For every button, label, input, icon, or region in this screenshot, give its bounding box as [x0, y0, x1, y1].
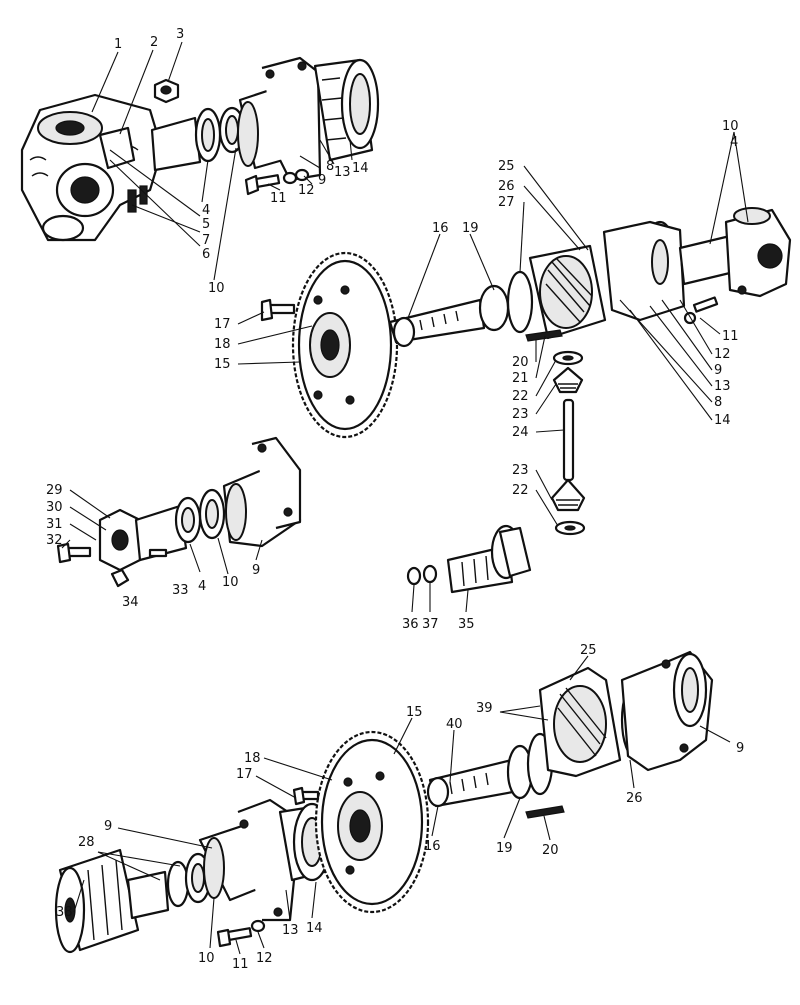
callout-8-mid: 8	[714, 395, 722, 410]
callout-3: 3	[176, 27, 184, 42]
callout-31: 31	[46, 517, 63, 532]
callout-36: 36	[402, 617, 419, 632]
callout-8-top: 8	[326, 159, 334, 174]
callout-9-mid: 9	[714, 363, 722, 378]
top-shaft	[150, 116, 202, 172]
callout-1: 1	[114, 37, 122, 52]
middle-right-housing	[602, 220, 686, 322]
callout-20-bottom: 20	[542, 843, 559, 858]
callout-17-mid: 17	[214, 317, 231, 332]
differential-housing-block	[20, 93, 164, 242]
callout-10-bottom: 10	[198, 951, 215, 966]
left-bolts	[56, 542, 168, 588]
top-nut	[153, 78, 180, 104]
callout-10-mid: 10	[722, 119, 739, 134]
bottom-right-housing	[620, 650, 714, 772]
pinion-shaft	[406, 524, 532, 594]
callout-16-mid: 16	[432, 221, 449, 236]
callout-23-upper: 23	[512, 407, 529, 422]
callout-26-bottom: 26	[626, 791, 643, 806]
callout-9-left: 9	[252, 563, 260, 578]
bottom-assembly	[54, 650, 714, 954]
left-bearing-housing	[222, 436, 302, 548]
callout-14-top: 14	[352, 161, 369, 176]
callout-12-top: 12	[298, 183, 315, 198]
bolt-17	[260, 298, 296, 322]
left-flange-shaft	[98, 488, 226, 572]
callout-19-bottom: 19	[496, 841, 513, 856]
callout-2: 2	[150, 35, 158, 50]
callout-12-bottom: 12	[256, 951, 273, 966]
callout-24: 24	[512, 425, 529, 440]
differential-cage	[525, 244, 607, 342]
leader-lines	[61, 41, 749, 955]
callout-10-top: 10	[208, 281, 225, 296]
callout-15-mid: 15	[214, 357, 231, 372]
crown-wheel-bottom	[314, 730, 430, 914]
callout-28: 28	[78, 835, 95, 850]
callout-13-mid: 13	[714, 379, 731, 394]
callout-39: 39	[476, 701, 493, 716]
callout-38: 38	[56, 905, 73, 920]
callout-9-top: 9	[318, 173, 326, 188]
callout-6: 6	[202, 247, 210, 262]
callout-18-mid: 18	[214, 337, 231, 352]
callout-37: 37	[422, 617, 439, 632]
callout-9-bottom-right: 9	[736, 741, 744, 756]
callout-4-top: 4	[202, 203, 210, 218]
callout-4-left: 4	[198, 579, 206, 594]
callout-5: 5	[202, 217, 210, 232]
callout-7: 7	[202, 233, 210, 248]
callout-21: 21	[512, 371, 529, 386]
callout-16-bottom: 16	[424, 839, 441, 854]
top-drum	[313, 58, 380, 162]
callout-20-mid: 20	[512, 355, 529, 370]
callout-9-bottom-left: 9	[104, 819, 112, 834]
middle-assembly	[260, 207, 792, 536]
callout-14-mid: 14	[714, 413, 731, 428]
callout-40: 40	[446, 717, 463, 732]
callout-15-bottom: 15	[406, 705, 423, 720]
bottom-drum-38	[54, 848, 140, 954]
callout-25-bottom: 25	[580, 643, 597, 658]
callout-29: 29	[46, 483, 63, 498]
callout-22-upper: 22	[512, 389, 529, 404]
bottom-spline-shaft	[426, 732, 565, 819]
callout-23-lower: 23	[512, 463, 529, 478]
callout-4-mid: 4	[730, 135, 738, 150]
callout-19-mid: 19	[462, 221, 479, 236]
callout-labels: 1 2 3 4 5 7 6 10 11 12 9 8 13 14 10 4 25…	[46, 27, 744, 972]
callout-12-mid: 12	[714, 347, 731, 362]
callout-14-bottom: 14	[306, 921, 323, 936]
callout-30: 30	[46, 500, 63, 515]
callout-11-bottom: 11	[232, 957, 249, 972]
callout-26-mid: 26	[498, 179, 515, 194]
callout-35: 35	[458, 617, 475, 632]
bottom-differential-cage	[538, 666, 622, 778]
callout-13-top: 13	[334, 165, 351, 180]
callout-18-bottom: 18	[244, 751, 261, 766]
callout-33: 33	[172, 583, 189, 598]
left-assembly	[56, 436, 302, 588]
top-bearing-rings	[194, 106, 246, 163]
top-bearing-housing	[237, 56, 322, 182]
exploded-pinion-gears	[550, 350, 586, 536]
callout-22-lower: 22	[512, 483, 529, 498]
bottom-bolt-11-12	[216, 919, 266, 948]
top-assembly	[20, 56, 380, 242]
callout-17-bottom: 17	[236, 767, 253, 782]
callout-34: 34	[122, 595, 139, 610]
middle-right-block	[678, 207, 792, 298]
callout-13-bottom: 13	[282, 923, 299, 938]
callout-32: 32	[46, 533, 63, 548]
crown-wheel-middle	[291, 251, 399, 439]
callout-10-left: 10	[222, 575, 239, 590]
callout-27: 27	[498, 195, 515, 210]
callout-25-mid: 25	[498, 159, 515, 174]
bolt-17-bottom	[292, 786, 320, 806]
callout-11-top: 11	[270, 191, 287, 206]
top-bolt-washers	[244, 168, 310, 196]
callout-11-mid: 11	[722, 329, 739, 344]
